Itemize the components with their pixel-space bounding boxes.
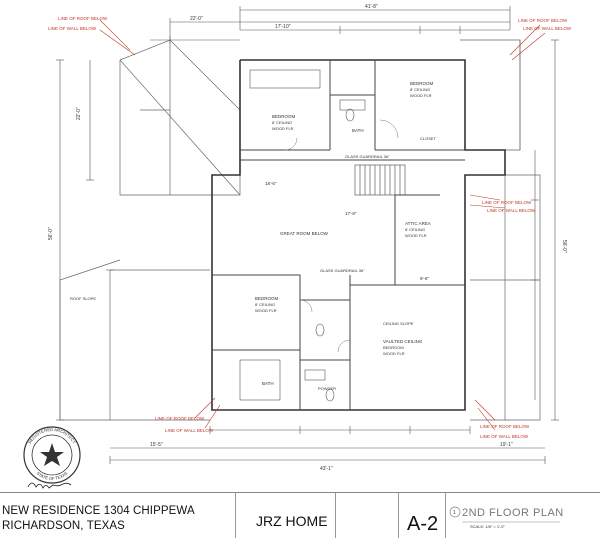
room-bedroom-lower-ceiling: 8' CEILING <box>255 302 275 307</box>
sheet-scale: SCALE: 1/8" = 1'-0" <box>470 524 505 529</box>
room-bedroom-lower-name: BEDROOM <box>255 296 279 301</box>
dim-overall-bottom: 43'-1" <box>320 466 333 472</box>
room-attic-ceiling: 8' CEILING <box>405 227 425 232</box>
sheet-title-marker-number: 1 <box>453 510 456 516</box>
roof-outline-left <box>59 39 241 421</box>
bath-fixtures <box>239 69 366 402</box>
room-great-room: GREAT ROOM BELOW <box>280 231 329 236</box>
project-address-line2: RICHARDSON, TEXAS <box>2 520 125 532</box>
room-bedroom-top-center-name: BEDROOM <box>272 114 296 119</box>
room-bedroom-top-center-ceiling: 8' CEILING <box>272 120 292 125</box>
red-leader-lines <box>99 19 546 431</box>
dim-left-2: 56'-0" <box>48 227 54 240</box>
title-block-divider <box>235 493 236 538</box>
dim-interior-2: 17'-8" <box>345 211 357 216</box>
architect-signature <box>27 482 72 489</box>
room-powder: POWDER <box>318 386 336 391</box>
note-guardrail-top: GLASS GUARDRAIL 36" <box>345 154 390 159</box>
dim-overall-top: 41'-8" <box>365 4 378 10</box>
room-vaulted-bedroom: BEDROOM <box>383 345 404 350</box>
dim-bottom-1: 15'-5" <box>150 442 163 448</box>
note-roof-below-br: LINE OF ROOF BELOW <box>480 424 530 429</box>
room-vaulted-floor: WOOD FLR <box>383 351 405 356</box>
room-bath-lower: BATH <box>262 381 274 386</box>
dim-interior-1: 18'-6" <box>265 181 277 186</box>
seal-top-text: REGISTERED ARCHITECT <box>27 427 77 445</box>
dim-right-1: 56'-0" <box>561 240 567 253</box>
room-bedroom-top-right-name: BEDROOM <box>410 81 434 86</box>
project-address-line1: NEW RESIDENCE 1304 CHIPPEWA <box>2 505 195 517</box>
interior-walls <box>212 60 465 410</box>
left-dimension-lines <box>56 59 114 421</box>
dim-interior-3: 9'-6" <box>420 276 429 281</box>
dim-top-2: 17'-10" <box>275 24 291 30</box>
right-dimension-lines <box>519 39 559 421</box>
note-wall-below-mr: LINE OF WALL BELOW <box>487 208 536 213</box>
room-vaulted-ceiling: VAULTED CEILING <box>383 339 423 344</box>
company-name: JRZ HOME <box>256 513 328 529</box>
roof-outline-right <box>460 39 541 421</box>
room-bath-top: BATH <box>352 128 364 133</box>
dim-top-1: 22'-0" <box>190 16 203 22</box>
room-bedroom-top-right-ceiling: 8' CEILING <box>410 87 430 92</box>
exterior-walls <box>211 59 506 411</box>
note-roof-below-tr: LINE OF ROOF BELOW <box>518 18 568 23</box>
sheet-number: A-2 <box>407 513 439 535</box>
note-wall-below-bl: LINE OF WALL BELOW <box>165 428 214 433</box>
room-bedroom-lower-floor: WOOD FLR <box>255 308 277 313</box>
note-roof-below-bl: LINE OF ROOF BELOW <box>155 416 205 421</box>
seal-bottom-text: STATE OF TEXAS <box>36 470 69 481</box>
seal-star-icon <box>40 443 64 466</box>
title-block-divider <box>398 493 399 538</box>
note-guardrail-mid: GLASS GUARDRAIL 36" <box>320 268 365 273</box>
room-closet: CLOSET <box>420 136 437 141</box>
sheet-title: 2ND FLOOR PLAN <box>462 507 564 519</box>
title-block-divider <box>335 493 336 538</box>
note-roof-below-tl: LINE OF ROOF BELOW <box>58 16 108 21</box>
door-swings <box>284 119 399 353</box>
dim-left-1: 22'-0" <box>76 107 82 120</box>
note-wall-below-tl: LINE OF WALL BELOW <box>48 26 97 31</box>
stairs <box>354 164 406 196</box>
top-dimension-lines <box>150 6 511 44</box>
room-attic-floor: WOOD FLR <box>405 233 427 238</box>
title-block-divider <box>445 493 446 538</box>
title-block: NEW RESIDENCE 1304 CHIPPEWA RICHARDSON, … <box>0 492 600 538</box>
bottom-dimension-lines <box>109 426 546 464</box>
room-attic-name: ATTIC AREA <box>405 221 431 226</box>
room-bedroom-top-right-floor: WOOD FLR <box>410 93 432 98</box>
note-roof-below-mr: LINE OF ROOF BELOW <box>482 200 532 205</box>
sheet-title-marker-icon <box>449 506 461 518</box>
dim-bottom-2: 19'-1" <box>500 442 513 448</box>
note-wall-below-tr: LINE OF WALL BELOW <box>523 26 572 31</box>
room-vaulted-slope: CEILING SLOPE <box>383 321 414 326</box>
room-bedroom-top-center-floor: WOOD FLR <box>272 126 294 131</box>
note-roof-slope: ROOF SLOPE <box>70 296 96 301</box>
architect-seal: REGISTERED ARCHITECT STATE OF TEXAS <box>23 426 81 484</box>
note-wall-below-br: LINE OF WALL BELOW <box>480 434 529 439</box>
